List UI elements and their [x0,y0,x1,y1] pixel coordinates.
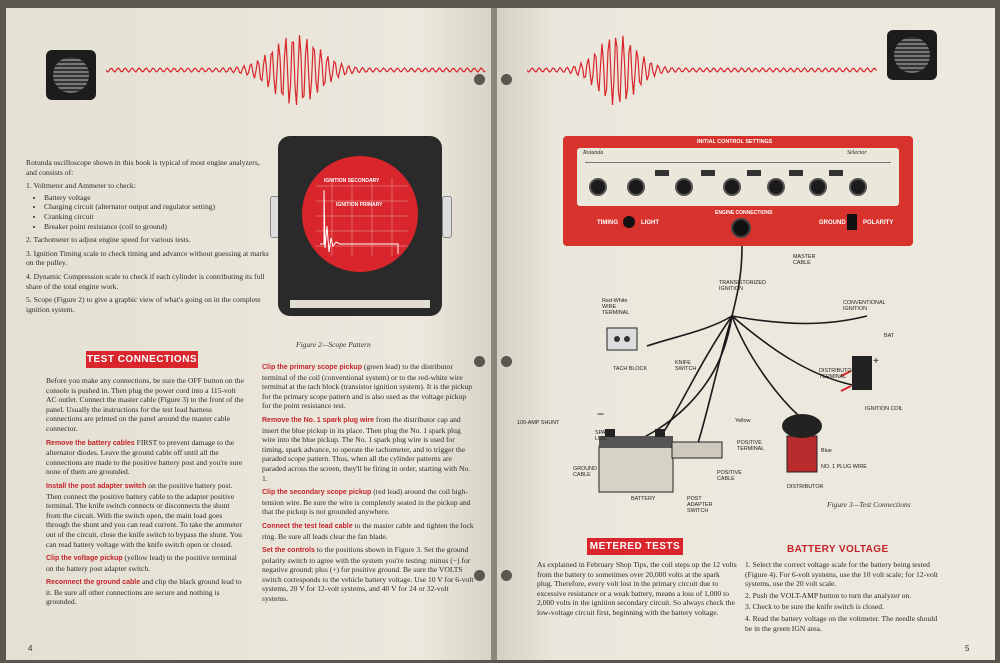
binder-hole [501,356,512,367]
post-adapter-label: POST ADAPTER SWITCH [687,496,713,514]
advance-knob[interactable] [675,178,693,196]
timing-label: TIMING [597,220,618,226]
yellow-label: Yellow [735,418,751,424]
checklist: Battery voltage Charging circuit (altern… [32,193,271,231]
rotunda-logo [887,30,937,80]
console-brand: Rotunda [583,150,604,156]
wiring-diagram: + − [597,246,879,493]
distributor-terminal-label: DISTRIBUTOR TERMINAL [819,368,856,380]
right-page: Rotunda INITIAL CONTROL SETTINGS Selecto… [497,8,995,660]
list-item: Breaker point resistance (coil to ground… [44,222,271,232]
binder-hole [474,74,485,85]
list-item: 1. Select the correct voltage scale for … [745,560,938,589]
intro-text: Rotunda oscilloscope shown in this book … [26,158,271,318]
binder-hole [474,570,485,581]
knife-switch-label: KNIFE SWITCH [675,360,697,372]
light-label: LIGHT [641,220,659,226]
timing-light-jack[interactable] [623,216,635,228]
positive-cable-label: POSITIVE CABLE [717,470,742,482]
control-panel: Rotunda INITIAL CONTROL SETTINGS Selecto… [577,139,899,206]
left-page: Rotunda oscilloscope shown in this book … [6,8,493,660]
bat-label: BAT [884,333,895,339]
scope-secondary-label: IGNITION SECONDARY [324,178,380,184]
no1-plug-label: NO. 1 PLUG WIRE [821,464,867,470]
transistorized-label: TRANSISTORIZED IGNITION [719,280,766,292]
parade-knob[interactable] [723,178,741,196]
test-connections-col2: Clip the primary scope pickup (green lea… [262,362,474,604]
waveform-decoration [527,35,877,106]
range-knob[interactable] [627,178,645,196]
test-connections-col1: Before you make any connections, be sure… [46,376,244,607]
distributor-label: DISTRIBUTOR [787,484,824,490]
scope-primary-label: IGNITION PRIMARY [336,202,383,208]
ground-cable-label: GROUND CABLE [573,466,597,478]
metered-tests-heading: METERED TESTS [587,538,683,555]
page-number: 4 [28,644,33,653]
metered-tests-text: As explained in February Shop Tips, the … [537,560,737,617]
console-selector-label: Selector [847,150,867,156]
master-cable-connector[interactable] [731,218,751,238]
console-header: INITIAL CONTROL SETTINGS [697,139,773,145]
balance-knob[interactable] [809,178,827,196]
polarity-switch[interactable] [847,214,857,230]
svg-text:−: − [597,407,604,421]
master-cable-label: MASTER CABLE [793,254,816,266]
tach-block-label: TACH BLOCK [613,366,648,372]
rotunda-logo [46,50,96,100]
ignition-coil-label: IGNITION COIL [865,406,904,412]
shunt-label: 100-AMP SHUNT [517,420,560,426]
binder-hole [501,570,512,581]
figure-2-caption: Figure 2—Scope Pattern [296,340,371,349]
rpm-knob[interactable] [767,178,785,196]
battery-voltage-steps: 1. Select the correct voltage scale for … [745,560,945,635]
positive-terminal-label: POSITIVE TERMINAL [737,440,765,452]
blue-label: Blue [821,448,832,454]
waveform-decoration [106,35,486,106]
ground-label: GROUND [819,220,846,226]
page-number: 5 [965,644,970,653]
cylinder-selector-knob[interactable] [849,178,867,196]
list-item: Battery voltage [44,193,271,203]
battery-voltage-heading: BATTERY VOLTAGE [787,544,889,555]
spade-lug-label: SPADE LUG [595,430,613,442]
list-item: Charging circuit (alternator output and … [44,202,271,212]
battery-label: BATTERY [631,496,656,502]
analyzer-console: Rotunda INITIAL CONTROL SETTINGS Selecto… [563,136,913,246]
binder-hole [474,356,485,367]
list-item: 3. Check to be sure the knife switch is … [745,602,884,612]
list-item: Cranking circuit [44,212,271,222]
gutter [491,8,499,660]
binder-hole [501,74,512,85]
red-white-label: Red-White WIRE TERMINAL [602,298,630,316]
list-item: 2. Push the VOLT-AMP button to turn the … [745,590,912,600]
list-item: 4. Read the battery voltage on the voltm… [745,613,938,633]
conventional-label: CONVENTIONAL IGNITION [843,300,886,312]
svg-text:+: + [873,356,879,367]
volts-knob[interactable] [589,178,607,196]
engine-connections-label: ENGINE CONNECTIONS [715,210,773,216]
polarity-label: POLARITY [863,220,894,226]
figure-3-caption: Figure 3—Test Connections [827,500,911,509]
scope-figure: IGNITION SECONDARY IGNITION PRIMARY [260,136,460,326]
test-connections-heading: TEST CONNECTIONS [86,351,198,368]
